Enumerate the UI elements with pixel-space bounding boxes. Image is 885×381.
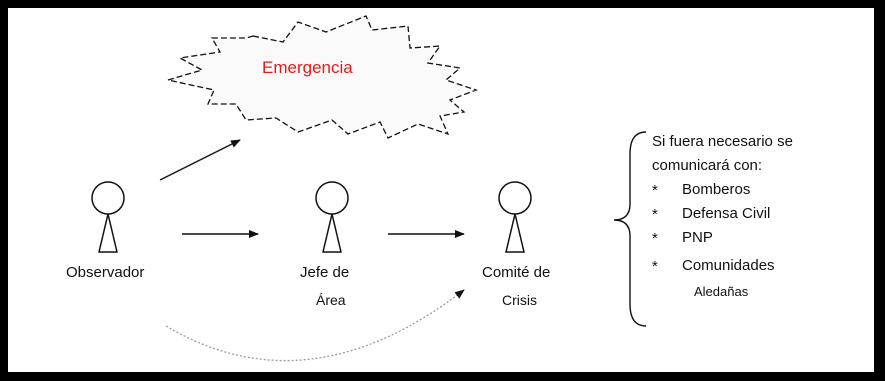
note-bullet-3: * xyxy=(652,230,658,247)
curly-brace xyxy=(613,131,647,327)
note-item-pnp: PNP xyxy=(682,229,713,246)
actor-jefe-area xyxy=(315,181,349,253)
actor-observador-body xyxy=(98,213,118,253)
note-item-comunidades: Comunidades xyxy=(682,257,775,274)
actor-comite-crisis-label-line2: Crisis xyxy=(502,292,537,308)
note-intro-line2: comunicará con: xyxy=(652,157,763,174)
emergency-burst xyxy=(167,15,478,139)
note-item-bomberos: Bomberos xyxy=(682,181,751,198)
curve-observador-to-comite xyxy=(165,289,465,362)
actor-comite-crisis-head xyxy=(498,181,532,215)
note-intro-line1: Si fuera necesario se xyxy=(652,133,793,150)
actor-jefe-area-label-line1: Jefe de xyxy=(300,264,350,281)
note-item-defensa-civil: Defensa Civil xyxy=(682,205,771,222)
diagram-canvas: Emergencia Observador Jefe de Área Comit… xyxy=(8,8,874,372)
actor-comite-crisis-body xyxy=(505,213,525,253)
note-item-comunidades-continuation: Aledañas xyxy=(694,284,749,299)
diagram-graphics xyxy=(91,15,647,362)
actor-comite-crisis-label-line1: Comité de xyxy=(482,264,551,281)
actor-jefe-area-head xyxy=(315,181,349,215)
actor-observador xyxy=(91,181,125,253)
actor-observador-label: Observador xyxy=(66,264,145,281)
actor-jefe-area-body xyxy=(322,213,342,253)
actor-observador-head xyxy=(91,181,125,215)
emergency-label: Emergencia xyxy=(262,58,353,77)
arrow-observador-to-emergencia xyxy=(159,139,241,181)
actor-comite-crisis xyxy=(498,181,532,253)
note-bullet-4: * xyxy=(652,258,658,275)
actor-jefe-area-label-line2: Área xyxy=(316,292,346,308)
note-bullet-2: * xyxy=(652,206,658,223)
note-bullet-1: * xyxy=(652,182,658,199)
